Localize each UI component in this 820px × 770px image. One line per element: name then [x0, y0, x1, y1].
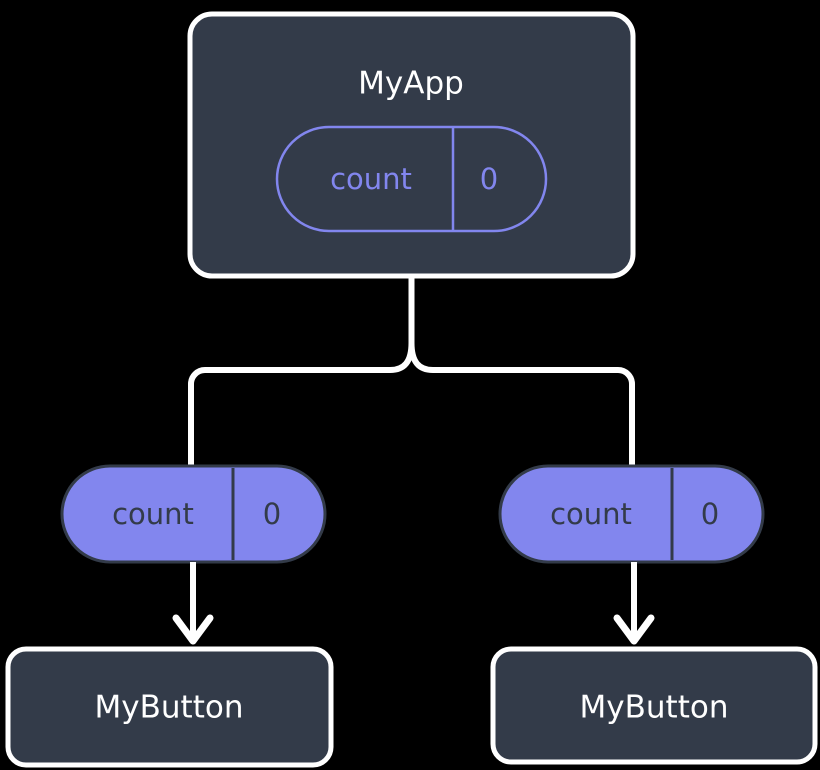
left-state-key: count: [112, 497, 194, 531]
right-state-pill[interactable]: count 0: [498, 464, 765, 564]
myapp-box[interactable]: [187, 11, 636, 279]
edge-root-to-left-state: [188, 340, 415, 469]
myapp-title: MyApp: [358, 66, 464, 102]
arrowhead-left: [172, 614, 214, 645]
node-myapp[interactable]: MyApp count 0: [187, 11, 636, 279]
node-mybutton-left[interactable]: MyButton: [5, 646, 334, 768]
right-state-value: 0: [701, 497, 719, 531]
mybutton-left-box[interactable]: [5, 646, 334, 768]
right-state-key: count: [550, 497, 632, 531]
node-mybutton-right[interactable]: MyButton: [490, 646, 818, 765]
left-state-value: 0: [263, 497, 281, 531]
mybutton-left-label: MyButton: [95, 690, 244, 726]
mybutton-right-box[interactable]: [490, 646, 818, 765]
edge-group-branches: [188, 276, 635, 469]
myapp-state-pill[interactable]: count 0: [275, 125, 548, 233]
myapp-state-key: count: [330, 162, 412, 196]
mybutton-right-label: MyButton: [580, 690, 729, 726]
myapp-state-value: 0: [480, 162, 498, 196]
edge-root-to-right-state: [408, 340, 635, 469]
myapp-state-pill-outline: [275, 125, 548, 233]
left-state-pill[interactable]: count 0: [60, 464, 327, 564]
arrowhead-right: [613, 614, 655, 645]
edge-group-arrows: [172, 562, 655, 645]
